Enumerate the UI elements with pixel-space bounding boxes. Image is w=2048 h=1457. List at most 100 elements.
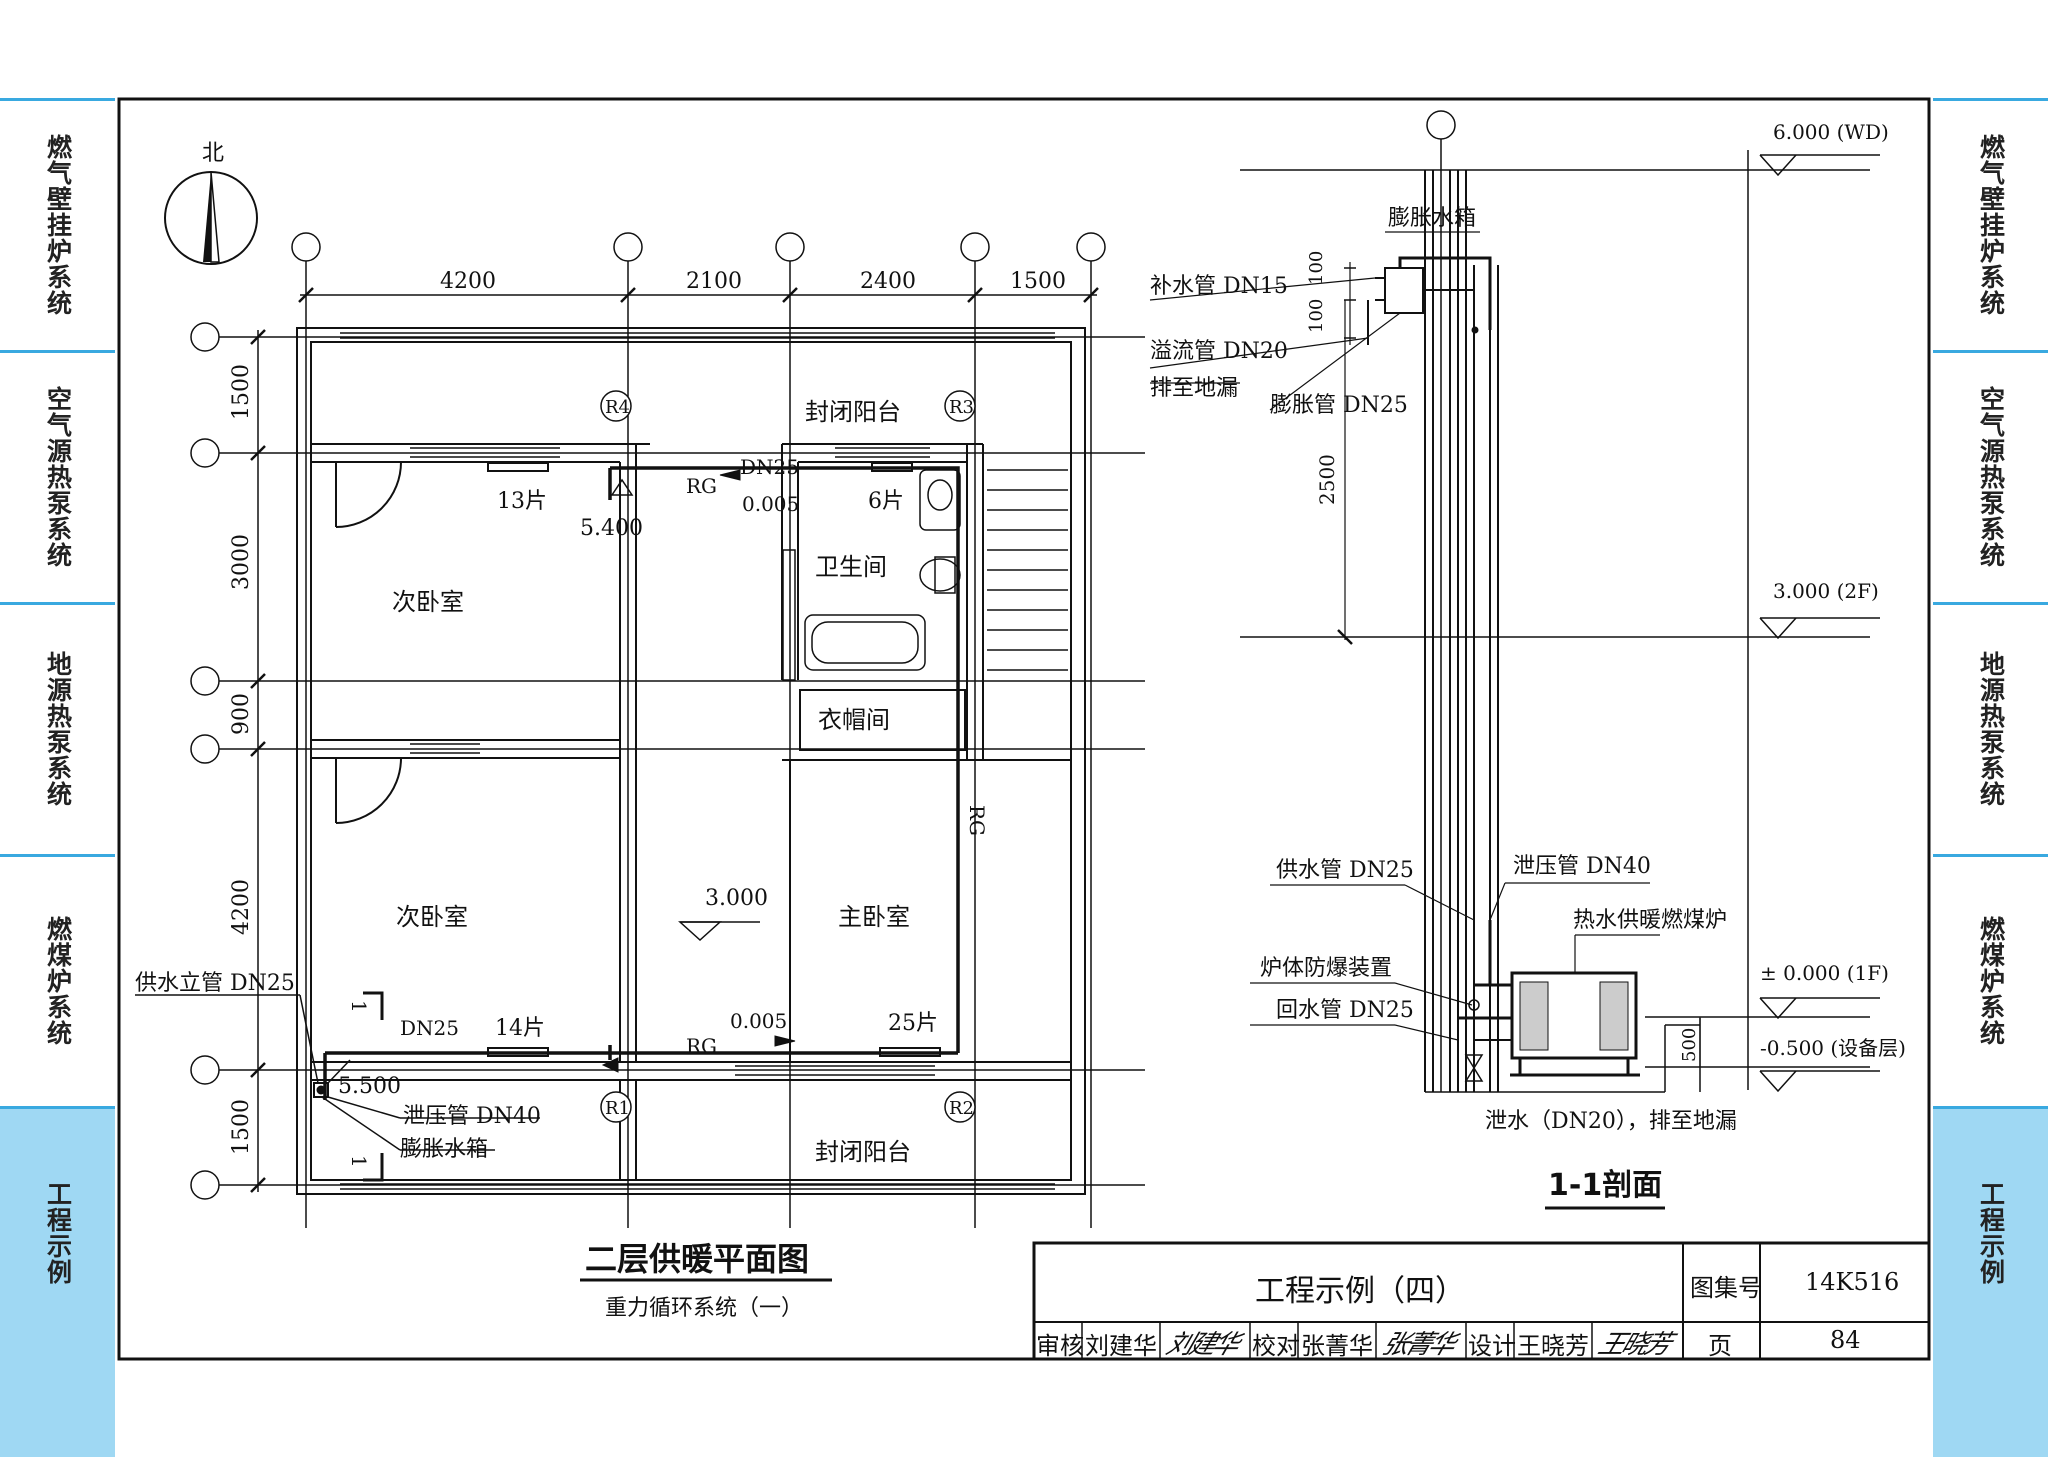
dim-2500: 2500 (1315, 454, 1339, 505)
dim-100-a: 100 (1306, 251, 1327, 285)
doors (335, 461, 402, 824)
left-tab-label: 工程示例 (43, 1181, 73, 1285)
left-tab-divider (0, 98, 115, 101)
north-arrow-pointer (203, 172, 211, 262)
right-tab-label: 工程示例 (1976, 1181, 2006, 1285)
page-label: 页 (1708, 1332, 1732, 1360)
label-expansion-tank: 膨胀水箱 (1388, 206, 1476, 231)
axis-left (190, 322, 1145, 1200)
level-equipment: -0.500 (设备层) (1760, 1036, 1906, 1060)
heating-pipes (323, 466, 960, 1100)
elev-symbol-3000 (678, 921, 722, 942)
flow-arrow-bottom (774, 1035, 796, 1047)
room-bathroom: 卫生间 (815, 553, 887, 581)
note-slope-bottom: 0.005 (730, 1009, 787, 1033)
review-label: 审核 (1036, 1332, 1084, 1360)
right-tab-1[interactable]: 空气源热泵系统 (1933, 352, 2048, 602)
right-tab-label: 地源热泵系统 (1976, 651, 2006, 807)
dim-left-3: 900 (229, 693, 254, 735)
note-rg-bottom: RG (686, 1034, 717, 1058)
note-expansion-tank: 膨胀水箱 (400, 1137, 488, 1162)
grid-mark-r2: R2 (949, 1098, 974, 1119)
left-tab-divider (0, 854, 115, 857)
note-relief-pipe: 泄压管 DN40 (403, 1104, 541, 1129)
dim-top-1: 4200 (440, 269, 496, 294)
flow-arrow-top (719, 469, 741, 481)
reviewer-name: 刘建华 (1085, 1332, 1157, 1360)
north-label: 北 (202, 141, 224, 166)
left-tab-3[interactable]: 燃煤炉系统 (0, 856, 115, 1106)
note-elev-5500: 5.500 (338, 1074, 401, 1099)
note-radiator-6: 6片 (868, 489, 904, 514)
level-1f: ± 0.000 (1F) (1760, 961, 1889, 985)
designer-name: 王晓芳 (1517, 1332, 1589, 1360)
dim-left-5: 1500 (229, 1099, 254, 1155)
note-slope-top: 0.005 (742, 492, 799, 516)
left-tab-divider (0, 350, 115, 353)
right-tab-label: 燃气壁挂炉系统 (1976, 134, 2006, 316)
riser-symbol (313, 1082, 329, 1098)
note-dn25-top: DN25 (740, 455, 799, 479)
left-tab-4[interactable]: 工程示例 (0, 1108, 115, 1457)
note-radiator-14: 14片 (495, 1016, 545, 1041)
grid-mark-r4: R4 (605, 397, 630, 418)
left-tab-label: 燃煤炉系统 (43, 916, 73, 1046)
walls (296, 327, 1086, 1195)
left-tab-divider (0, 602, 115, 605)
label-to-drain: 排至地漏 (1150, 376, 1238, 401)
room-balcony-south: 封闭阳台 (815, 1138, 911, 1166)
left-tab-divider (0, 1106, 115, 1109)
label-drain: 泄水（DN20），排至地漏 (1485, 1109, 1737, 1134)
label-boiler: 热水供暖燃煤炉 (1573, 908, 1727, 933)
note-supply-riser: 供水立管 DN25 (135, 971, 295, 996)
right-tab-divider (1933, 1106, 2048, 1109)
checker-signature: 张菁华 (1378, 1330, 1458, 1360)
right-tab-divider (1933, 98, 2048, 101)
label-supply-pipe: 供水管 DN25 (1276, 858, 1414, 883)
checker-name: 张菁华 (1301, 1332, 1373, 1360)
label-makeup-pipe: 补水管 DN15 (1150, 274, 1288, 299)
dim-100-b: 100 (1306, 299, 1327, 333)
plan-subtitle: 重力循环系统（一） (605, 1296, 803, 1321)
level-2f: 3.000 (2F) (1773, 579, 1879, 603)
left-tab-2[interactable]: 地源热泵系统 (0, 604, 115, 854)
label-relief-pipe: 泄压管 DN40 (1513, 854, 1651, 879)
right-tab-divider (1933, 602, 2048, 605)
section-mark-bottom: 1 (347, 1155, 371, 1168)
note-dn25-bottom: DN25 (400, 1016, 459, 1040)
room-bedroom-upper: 次卧室 (392, 588, 464, 616)
right-tab-label: 燃煤炉系统 (1976, 916, 2006, 1046)
right-tab-4[interactable]: 工程示例 (1933, 1108, 2048, 1457)
elev-symbol-5400 (610, 478, 634, 496)
grid-mark-r3: R3 (949, 397, 974, 418)
left-tab-label: 燃气壁挂炉系统 (43, 134, 73, 316)
right-tab-3[interactable]: 燃煤炉系统 (1933, 856, 2048, 1106)
room-balcony-north: 封闭阳台 (805, 398, 901, 426)
grid-bubbles (600, 390, 976, 1123)
right-tab-2[interactable]: 地源热泵系统 (1933, 604, 2048, 854)
floor-plan (135, 171, 1145, 1228)
left-tab-0[interactable]: 燃气壁挂炉系统 (0, 100, 115, 350)
label-return-pipe: 回水管 DN25 (1276, 998, 1414, 1023)
section-cut (363, 991, 384, 1182)
flow-arrow-riser (601, 1057, 619, 1073)
note-radiator-13: 13片 (497, 489, 547, 514)
right-tab-0[interactable]: 燃气壁挂炉系统 (1933, 100, 2048, 350)
label-explosion-proof: 炉体防爆装置 (1260, 956, 1392, 981)
section-mark-top: 1 (347, 1000, 371, 1013)
left-tab-1[interactable]: 空气源热泵系统 (0, 352, 115, 602)
room-bedroom-lower: 次卧室 (396, 903, 468, 931)
dim-left-2: 3000 (229, 534, 254, 590)
note-rg-top: RG (686, 474, 717, 498)
stair (987, 469, 1068, 671)
right-tab-label: 空气源热泵系统 (1976, 386, 2006, 568)
right-tab-divider (1933, 854, 2048, 857)
tank-symbol (316, 1085, 326, 1095)
note-radiator-25: 25片 (888, 1011, 938, 1036)
dim-top-3: 2400 (860, 269, 916, 294)
room-master-bedroom: 主卧室 (838, 903, 910, 931)
atlas-label: 图集号 (1690, 1274, 1762, 1302)
dim-left-1: 1500 (229, 364, 254, 420)
check-label: 校对 (1252, 1332, 1300, 1360)
